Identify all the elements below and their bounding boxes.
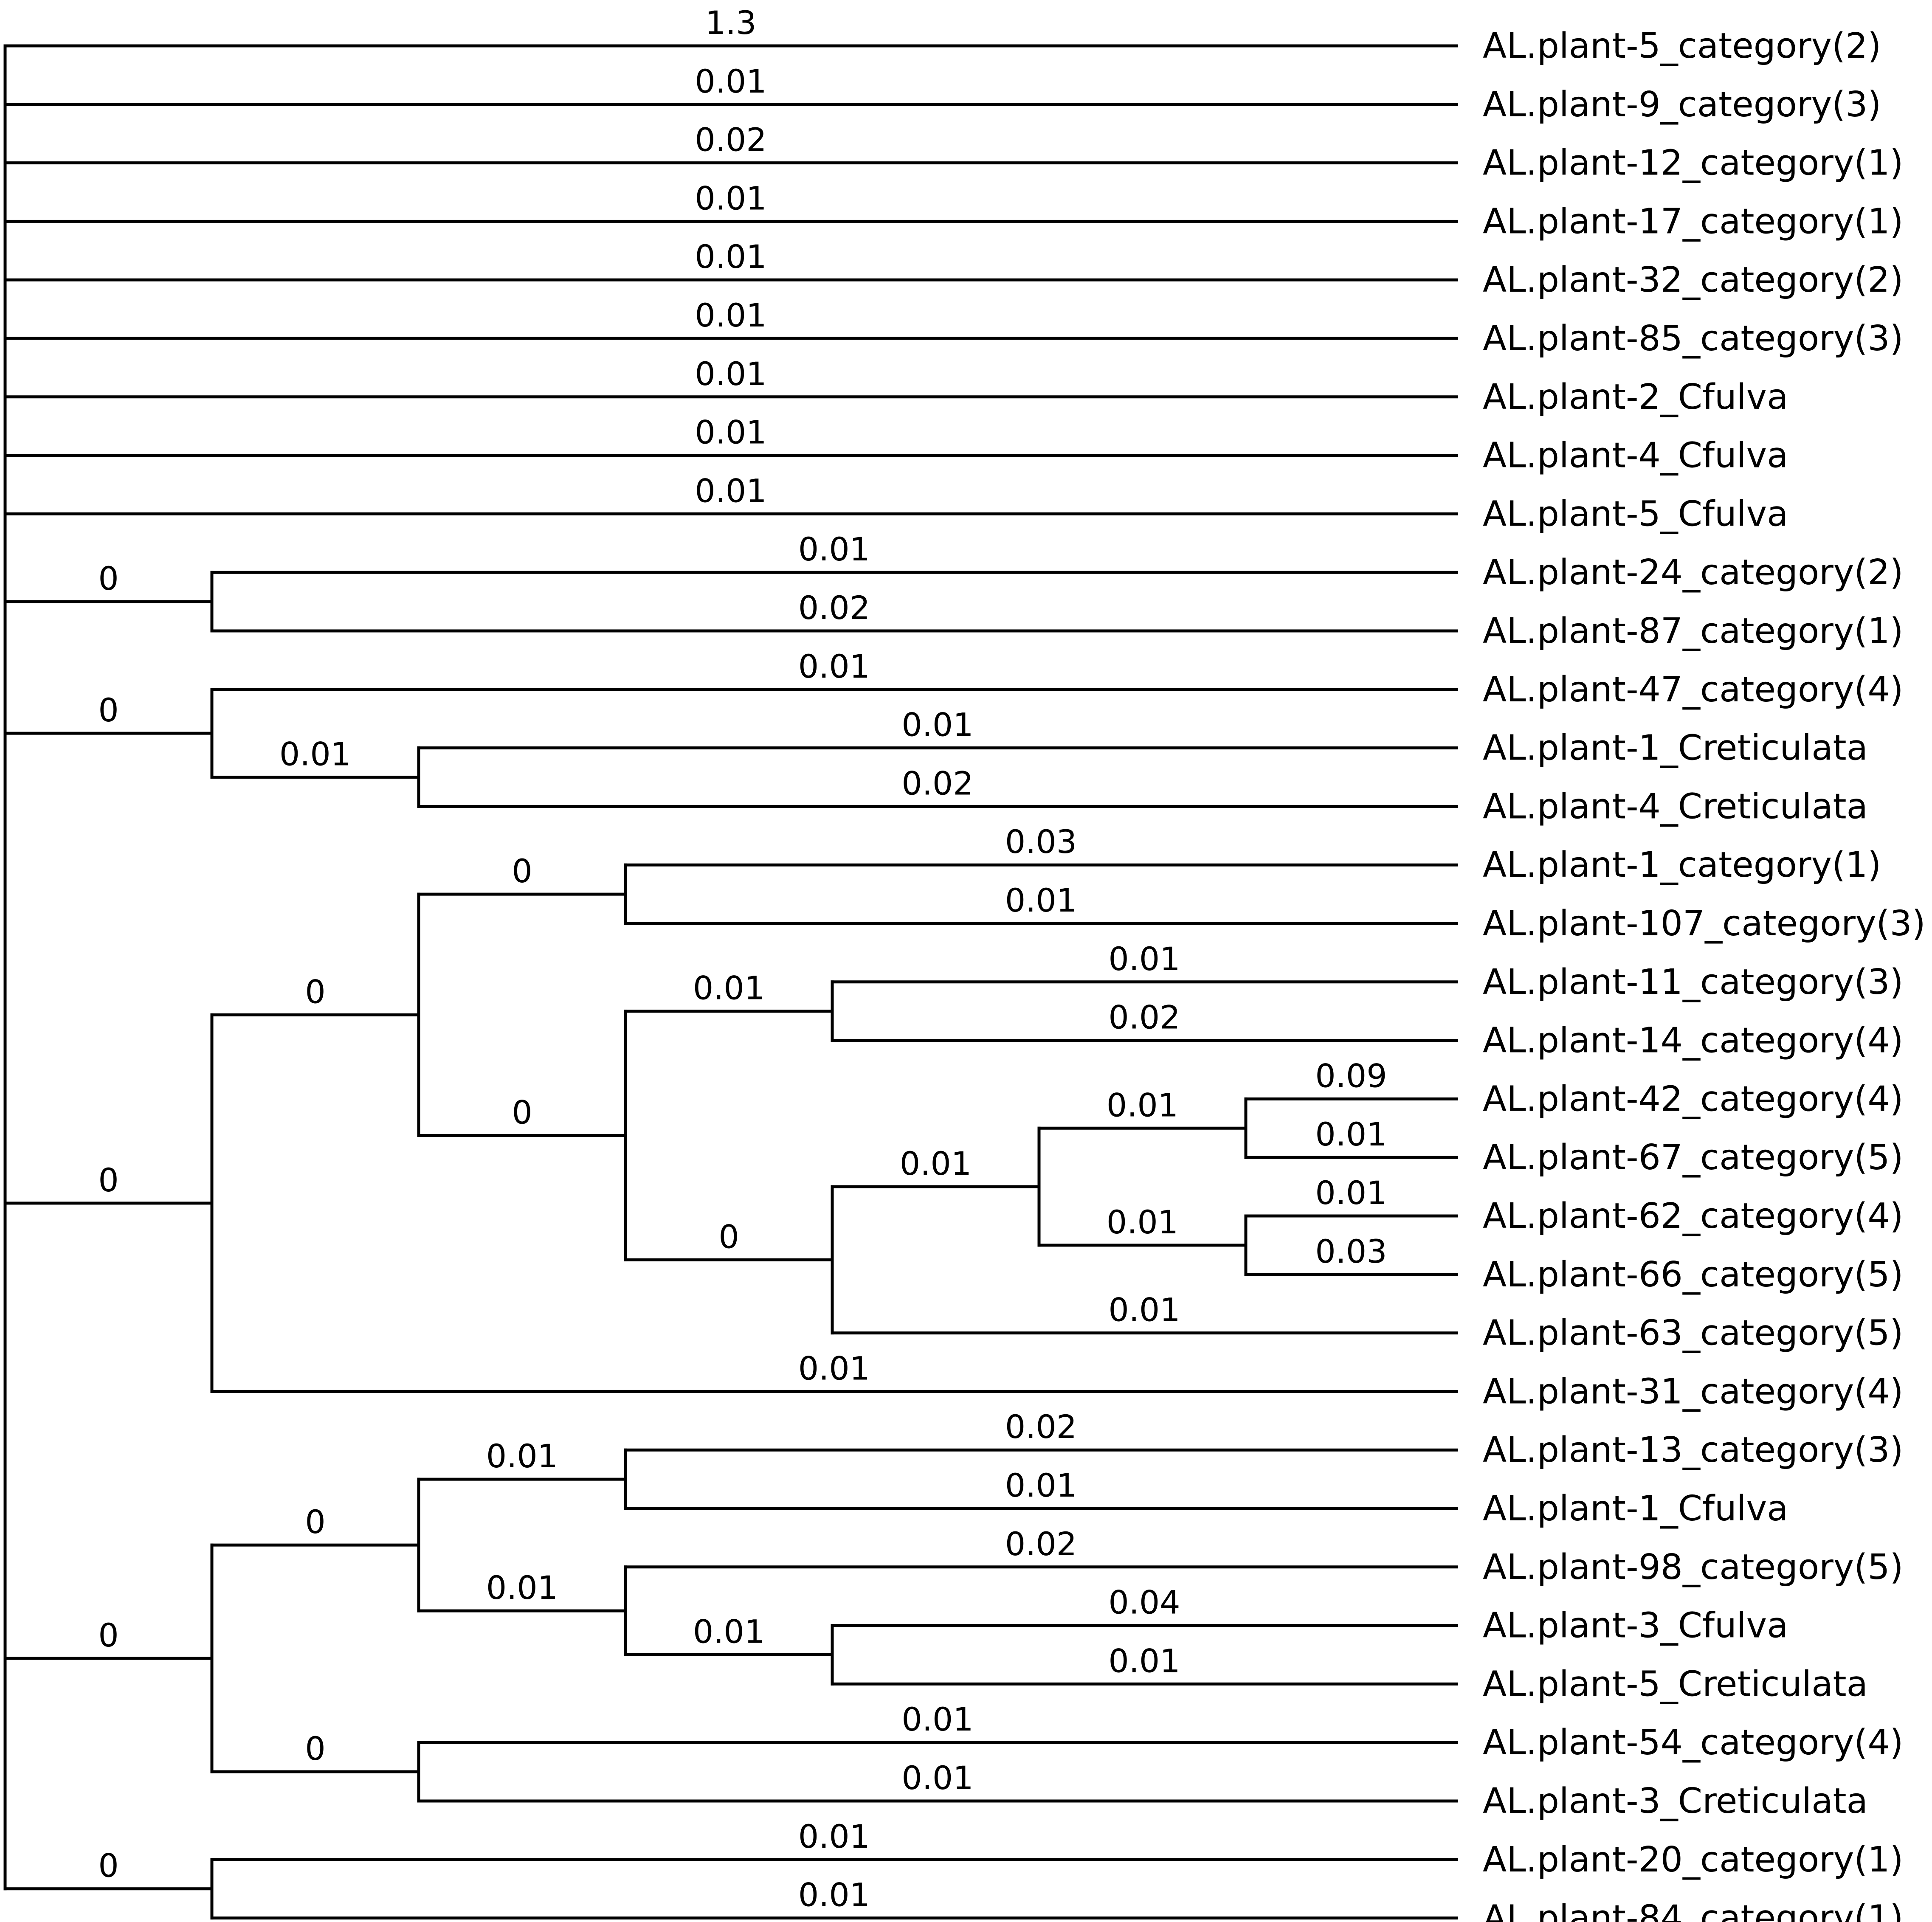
leaf-label-27: AL.plant-98_category(5): [1483, 1547, 1904, 1587]
leaf-label-11: AL.plant-87_category(1): [1483, 611, 1904, 651]
tree-branches: [3, 44, 1458, 1920]
branch-length-c13-1-1: 0.01: [486, 1437, 558, 1475]
leaf-label-22: AL.plant-66_category(5): [1483, 1255, 1904, 1295]
branch-length-c7: 0.01: [695, 355, 766, 393]
branch-length-c2: 0.01: [695, 62, 766, 100]
branch-length-c13-1-2-2: 0.01: [693, 1613, 765, 1651]
leaf-label-28: AL.plant-3_Cfulva: [1483, 1606, 1788, 1646]
leaf-label-1: AL.plant-5_category(2): [1483, 26, 1881, 66]
branch-length-c12-1-1-2: 0.01: [1005, 881, 1077, 919]
leaf-labels: AL.plant-5_category(2) AL.plant-9_categor…: [1483, 26, 1926, 1922]
branch-length-c12-1-2-2-2: 0.01: [1108, 1291, 1180, 1329]
leaf-label-9: AL.plant-5_Cfulva: [1483, 494, 1788, 534]
leaf-label-24: AL.plant-31_category(4): [1483, 1371, 1904, 1412]
branch-length-c10-2: 0.02: [798, 589, 870, 627]
leaf-label-2: AL.plant-9_category(3): [1483, 84, 1881, 125]
branch-length-c12-1-2-2-1-1-1: 0.09: [1315, 1057, 1387, 1095]
leaf-label-25: AL.plant-13_category(3): [1483, 1430, 1904, 1470]
branch-length-c12-1-2-2-1: 0.01: [900, 1145, 972, 1182]
leaf-label-23: AL.plant-63_category(5): [1483, 1313, 1904, 1354]
branch-length-c13-1-2: 0.01: [486, 1569, 558, 1607]
branch-length-c13-1-1-1: 0.02: [1005, 1408, 1077, 1446]
leaf-label-12: AL.plant-47_category(4): [1483, 670, 1904, 710]
branch-length-c12-2: 0.01: [798, 1349, 870, 1387]
leaf-label-19: AL.plant-42_category(4): [1483, 1079, 1904, 1119]
leaf-label-31: AL.plant-3_Creticulata: [1483, 1781, 1868, 1821]
leaf-label-29: AL.plant-5_Creticulata: [1483, 1664, 1868, 1704]
branch-length-c10: 0: [98, 560, 118, 597]
branch-length-c4: 0.01: [695, 179, 766, 217]
branch-length-c12-1-2-2-1-2-2: 0.03: [1315, 1233, 1387, 1270]
branch-length-c12-1-2-2: 0: [718, 1218, 739, 1255]
branch-length-c14-1: 0.01: [798, 1818, 870, 1855]
leaf-label-33: AL.plant-84_category(1): [1483, 1898, 1904, 1922]
branch-length-c11: 0: [98, 691, 118, 729]
branch-length-c12-1-2-1: 0.01: [693, 969, 765, 1007]
branch-length-c6: 0.01: [695, 296, 766, 334]
branch-length-c12-1-2-1-1: 0.01: [1108, 940, 1180, 978]
leaf-label-5: AL.plant-32_category(2): [1483, 260, 1904, 300]
branch-length-labels: 1.3 0.01 0.02 0.01 0.01 0.01 0.01 0.01 0.01 0 0.01…: [98, 4, 1387, 1914]
branch-length-c11-2-1: 0.01: [901, 706, 973, 744]
leaf-label-30: AL.plant-54_category(4): [1483, 1722, 1904, 1763]
branch-length-c12-1-2-2-1-1-2: 0.01: [1315, 1115, 1387, 1153]
branch-length-c12-1-2-1-2: 0.02: [1108, 999, 1180, 1036]
leaf-label-32: AL.plant-20_category(1): [1483, 1840, 1904, 1880]
leaf-label-26: AL.plant-1_Cfulva: [1483, 1489, 1788, 1529]
branch-length-c13-2-1: 0.01: [901, 1700, 973, 1738]
branch-length-c1: 1.3: [705, 4, 757, 42]
branch-length-c12-1-2-2-1-1: 0.01: [1107, 1086, 1178, 1124]
branch-length-c3: 0.02: [695, 121, 766, 159]
branch-length-c13-1: 0: [305, 1503, 325, 1541]
branch-length-c13-1-2-1: 0.02: [1005, 1525, 1077, 1563]
branch-length-c8: 0.01: [695, 414, 766, 451]
branch-length-c9: 0.01: [695, 472, 766, 509]
leaf-label-3: AL.plant-12_category(1): [1483, 143, 1904, 183]
branch-length-c13-1-2-2-2: 0.01: [1108, 1642, 1180, 1680]
branch-length-c5: 0.01: [695, 238, 766, 276]
leaf-label-8: AL.plant-4_Cfulva: [1483, 436, 1788, 476]
leaf-label-18: AL.plant-14_category(4): [1483, 1021, 1904, 1061]
branch-length-c14: 0: [98, 1847, 118, 1885]
leaf-label-4: AL.plant-17_category(1): [1483, 201, 1904, 242]
leaf-label-10: AL.plant-24_category(2): [1483, 552, 1904, 593]
branch-length-c13-1-1-2: 0.01: [1005, 1466, 1077, 1504]
branch-length-c13-2: 0: [305, 1730, 325, 1767]
branch-length-c12-1-2-2-1-2: 0.01: [1107, 1203, 1178, 1241]
branch-length-c13: 0: [98, 1616, 118, 1654]
branch-length-c12: 0: [98, 1161, 118, 1199]
branch-length-c11-2: 0.01: [279, 735, 351, 773]
branch-length-c14-2: 0.01: [798, 1876, 870, 1914]
leaf-label-16: AL.plant-107_category(3): [1483, 903, 1926, 944]
leaf-label-21: AL.plant-62_category(4): [1483, 1196, 1904, 1236]
leaf-label-7: AL.plant-2_Cfulva: [1483, 377, 1788, 417]
branch-length-c12-1: 0: [305, 973, 325, 1010]
leaf-label-15: AL.plant-1_category(1): [1483, 845, 1881, 885]
branch-length-c11-2-2: 0.02: [901, 764, 973, 802]
branch-length-c13-1-2-2-1: 0.04: [1108, 1584, 1180, 1621]
leaf-label-6: AL.plant-85_category(3): [1483, 318, 1904, 359]
branch-length-c10-1: 0.01: [798, 530, 870, 568]
leaf-label-17: AL.plant-11_category(3): [1483, 962, 1904, 1002]
leaf-label-13: AL.plant-1_Creticulata: [1483, 728, 1868, 768]
branch-length-c12-1-1-1: 0.03: [1005, 823, 1077, 861]
branch-length-c12-1-2: 0: [512, 1094, 532, 1131]
branch-length-c12-1-1: 0: [512, 852, 532, 890]
leaf-label-14: AL.plant-4_Creticulata: [1483, 786, 1868, 827]
leaf-label-20: AL.plant-67_category(5): [1483, 1137, 1904, 1178]
branch-length-c11-1: 0.01: [798, 647, 870, 685]
branch-length-c12-1-2-2-1-2-1: 0.01: [1315, 1174, 1387, 1212]
branch-length-c13-2-2: 0.01: [901, 1759, 973, 1797]
